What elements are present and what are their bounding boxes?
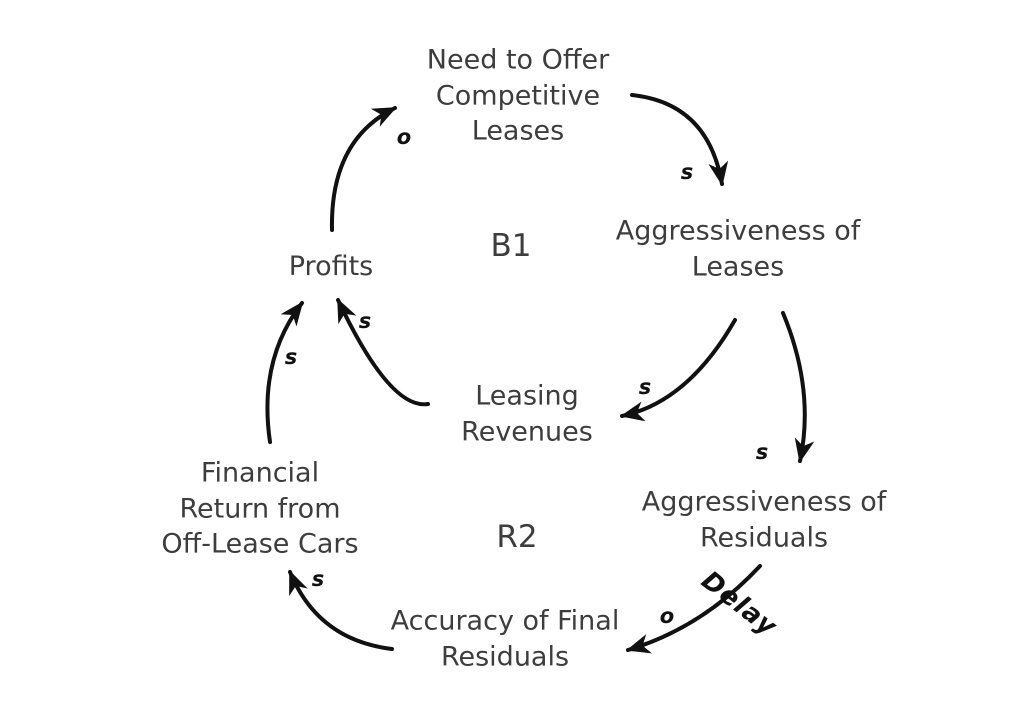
arrow-need-competitive-leases-to-aggressiveness-of-leases [630, 93, 729, 186]
loop-label-r2: R2 [496, 519, 538, 555]
arrow-aggressiveness-of-residuals-to-accuracy-of-final-residuals [626, 564, 762, 654]
node-accuracy-of-final-residuals: Accuracy of Final Residuals [390, 605, 620, 672]
polarity-o-residuals-to-accuracy: o [659, 604, 675, 628]
node-aggressiveness-of-leases: Aggressiveness of Leases [615, 215, 861, 282]
polarity-s-accuracy-to-financial-return: s [311, 567, 325, 591]
arrow-aggressiveness-of-leases-to-aggressiveness-of-residuals [781, 311, 815, 463]
arrow-aggressiveness-of-leases-to-leasing-revenues [620, 318, 737, 422]
node-aggressiveness-of-residuals: Aggressiveness of Residuals [641, 486, 887, 553]
arrow-accuracy-of-final-residuals-to-financial-return [288, 570, 394, 651]
loop-label-b1: B1 [490, 228, 532, 264]
polarity-s-financial-return-to-profits: s [284, 345, 298, 369]
arrow-leasing-revenues-to-profits [336, 298, 430, 407]
polarity-s-aggressiveness-of-leases-to-leasing-revenues: s [638, 375, 652, 399]
node-profits: Profits [288, 251, 374, 283]
arrow-profits-to-need-competitive-leases [329, 106, 397, 232]
arrow-financial-return-to-profits [265, 301, 304, 444]
polarity-s-aggressiveness-of-leases-to-residuals: s [755, 440, 769, 464]
polarity-s-leasing-revenues-to-profits: s [358, 309, 372, 333]
node-financial-return-from-off-lease-cars: Financial Return from Off-Lease Cars [161, 457, 359, 560]
polarity-s-need-to-aggressiveness-of-leases: s [680, 160, 694, 184]
node-leasing-revenues: Leasing Revenues [461, 380, 593, 447]
node-need-to-offer-competitive-leases: Need to Offer Competitive Leases [426, 44, 610, 147]
polarity-o-profits-to-need: o [396, 125, 412, 149]
